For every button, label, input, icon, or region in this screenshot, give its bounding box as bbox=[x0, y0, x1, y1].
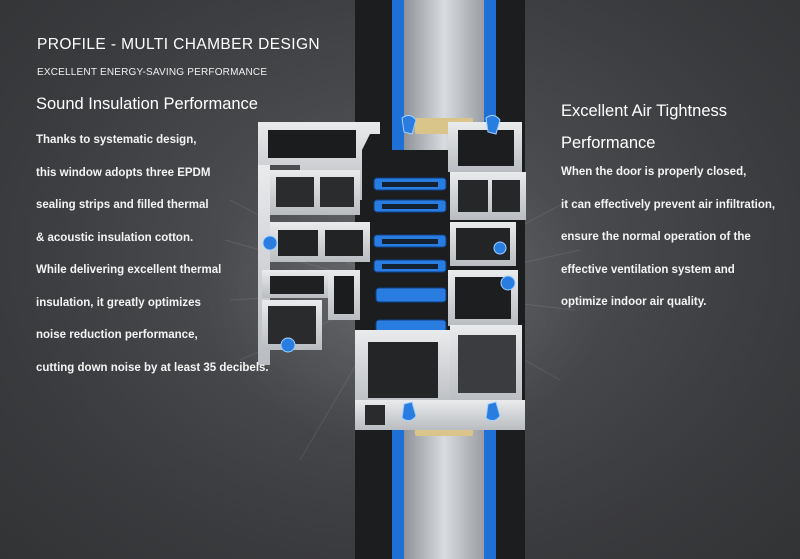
text-line: optimize indoor air quality. bbox=[561, 296, 707, 308]
text-line: ensure the normal operation of the bbox=[561, 231, 751, 243]
text-line: While delivering excellent thermal bbox=[36, 264, 222, 276]
text-line: When the door is properly closed, bbox=[561, 166, 747, 178]
text-line: & acoustic insulation cotton. bbox=[36, 231, 194, 244]
lower-glass-unit bbox=[392, 410, 496, 559]
text-line: noise reduction performance, bbox=[36, 329, 198, 341]
text-line: cutting down noise by at least 35 decibe… bbox=[36, 361, 269, 374]
upper-glass-unit bbox=[392, 0, 496, 150]
text-line: effective ventilation system and bbox=[561, 263, 735, 276]
text-line: Thanks to systematic design, bbox=[36, 134, 197, 146]
sound-insulation-text: Thanks to systematic design, this window… bbox=[36, 124, 269, 384]
text-line: this window adopts three EPDM bbox=[36, 166, 211, 179]
page-title: PROFILE - MULTI CHAMBER DESIGN bbox=[37, 36, 320, 53]
air-tightness-heading: Excellent Air Tightness Performance bbox=[561, 95, 727, 159]
sound-insulation-heading: Sound Insulation Performance bbox=[36, 95, 258, 113]
center-chambers bbox=[382, 182, 438, 269]
left-frame-profile bbox=[258, 122, 380, 365]
text-line: sealing strips and filled thermal bbox=[36, 199, 209, 211]
page-subtitle: EXCELLENT ENERGY-SAVING PERFORMANCE bbox=[37, 67, 268, 78]
heading-line: Performance bbox=[561, 134, 656, 152]
text-line: it can effectively prevent air infiltrat… bbox=[561, 198, 776, 211]
right-frame-profile bbox=[355, 122, 526, 430]
heading-line: Excellent Air Tightness bbox=[561, 102, 727, 120]
epdm-seals bbox=[262, 114, 516, 422]
air-tightness-text: When the door is properly closed, it can… bbox=[561, 156, 775, 319]
text-line: insulation, it greatly optimizes bbox=[36, 296, 201, 309]
